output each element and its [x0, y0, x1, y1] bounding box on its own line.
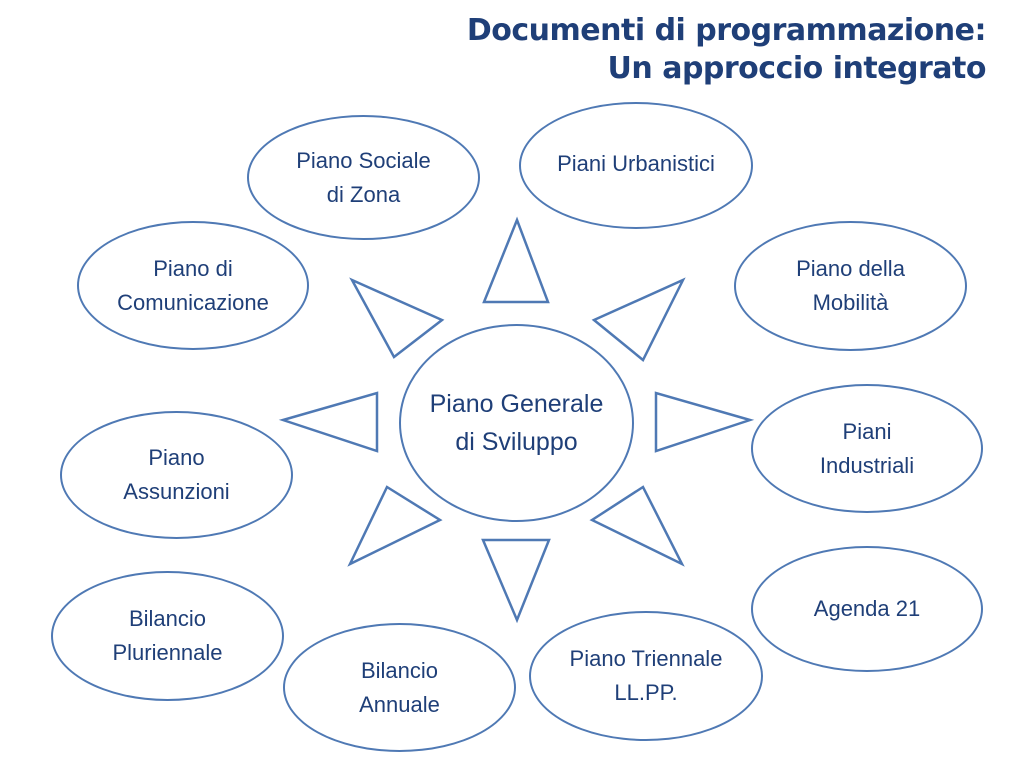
node-line: Mobilità	[812, 290, 889, 315]
node-line: Piani Urbanistici	[557, 150, 715, 176]
tri-down-right	[589, 485, 685, 567]
node-line: LL.PP.	[614, 680, 678, 705]
node-piano-di-comunicazione: Piano di Comunicazione	[77, 221, 309, 350]
node-line: Piano della	[796, 256, 905, 281]
node-agenda-21: Agenda 21	[751, 546, 983, 672]
node-piano-triennale-llpp: Piano Triennale LL.PP.	[529, 611, 763, 741]
node-piano-della-mobilita: Piano della Mobilità	[734, 221, 967, 351]
tri-down-left	[347, 485, 443, 567]
node-line: Piani	[842, 418, 892, 444]
node-line: Comunicazione	[117, 289, 269, 315]
node-bilancio-annuale: Bilancio Annuale	[283, 623, 516, 752]
tri-up-right	[591, 277, 686, 362]
center-line-1: Piano Generale	[429, 390, 604, 418]
node-piani-industriali: Piani Industriali	[751, 384, 983, 513]
node-line: Agenda 21	[813, 596, 921, 621]
node-line: Piano	[148, 445, 205, 470]
tri-right	[654, 391, 755, 453]
node-line: Industriali	[819, 452, 915, 478]
tri-down	[481, 538, 551, 624]
node-line: Piano di	[153, 255, 233, 281]
title-line-1: Documenti di programmazione:	[466, 13, 987, 48]
node-piani-urbanistici: Piani Urbanistici	[519, 102, 753, 229]
node-line: Bilancio	[128, 606, 207, 631]
node-piano-sociale-di-zona: Piano Sociale di Zona	[247, 115, 480, 240]
node-piano-assunzioni: Piano Assunzioni	[60, 411, 293, 539]
node-line: di Zona	[326, 181, 401, 207]
node-line: Annuale	[359, 691, 440, 717]
node-line: Pluriennale	[112, 640, 223, 665]
tri-up	[482, 216, 550, 304]
node-line: Assunzioni	[123, 479, 230, 504]
node-line: Piano Sociale	[296, 147, 431, 173]
tri-up-left	[349, 277, 445, 359]
tri-left	[278, 391, 379, 453]
node-line: Piano Triennale	[569, 646, 723, 671]
node-piano-generale-di-sviluppo: Piano Generale di Sviluppo	[399, 324, 634, 522]
node-line: Bilancio	[360, 657, 439, 683]
page-title: Documenti di programmazione: Un approcci…	[466, 12, 987, 88]
title-line-2: Un approccio integrato	[607, 51, 987, 86]
center-line-2: di Sviluppo	[455, 428, 578, 456]
node-bilancio-pluriennale: Bilancio Pluriennale	[51, 571, 284, 701]
